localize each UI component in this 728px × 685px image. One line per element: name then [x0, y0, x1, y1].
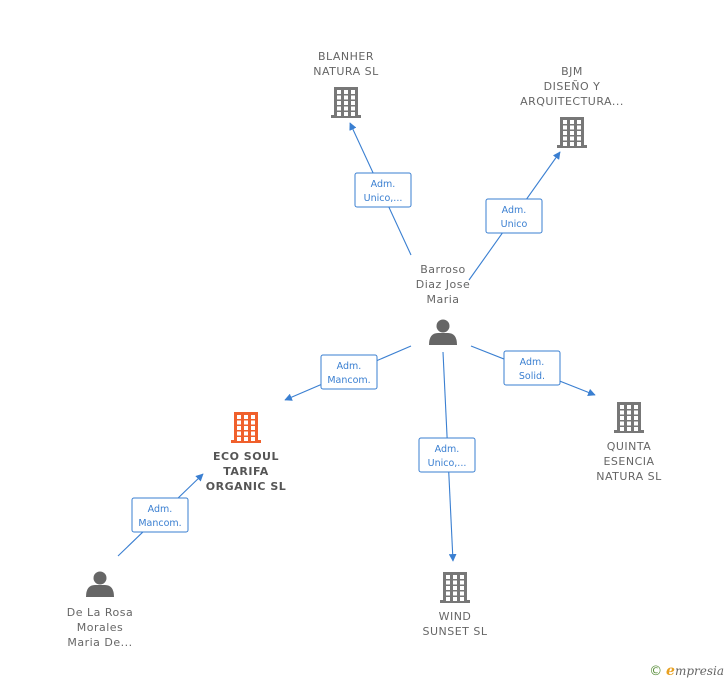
brand-logo[interactable]: empresia: [666, 663, 724, 679]
edge-label-text: Unico,...: [364, 193, 403, 204]
node-label: Diaz Jose: [416, 278, 471, 291]
node-label: BLANHER: [318, 50, 374, 63]
edge-barroso-wind: Adm. Unico,...: [418, 351, 476, 562]
edges-layer: Adm.Unico,...Adm.UnicoAdm.Mancom.Adm.Sol…: [117, 122, 596, 562]
edge-label-box[interactable]: [503, 350, 561, 386]
node-label: Maria De...: [67, 636, 132, 649]
node-label: ARQUITECTURA...: [520, 95, 624, 108]
building-icon: [231, 412, 261, 443]
node-label: ECO SOUL: [213, 450, 279, 463]
person-icon: [429, 319, 457, 345]
edge-label-text: Unico,...: [428, 458, 467, 469]
node-label: Maria: [426, 293, 459, 306]
node-label: NATURA SL: [596, 470, 662, 483]
building-icon: [614, 402, 644, 433]
node-ecosoul[interactable]: ECO SOUL TARIFA ORGANIC SL: [206, 412, 287, 493]
node-wind[interactable]: WIND SUNSET SL: [422, 572, 487, 638]
node-quinta[interactable]: QUINTA ESENCIA NATURA SL: [596, 402, 662, 483]
node-bjm[interactable]: BJM DISEÑO Y ARQUITECTURA...: [520, 65, 624, 148]
edge-label-text: Adm.: [337, 361, 362, 372]
node-label: WIND: [439, 610, 472, 623]
edge-label-text: Adm.: [520, 357, 545, 368]
edge-label-text: Mancom.: [327, 375, 370, 386]
node-label: Barroso: [420, 263, 466, 276]
node-blanher[interactable]: BLANHER NATURA SL: [313, 50, 379, 118]
edge-barroso-bjm: Adm. Unico: [468, 151, 561, 281]
edge-label-text: Adm.: [502, 205, 527, 216]
node-label: Morales: [77, 621, 124, 634]
edge-label-box[interactable]: [320, 354, 378, 390]
edge-label-text: Unico: [501, 219, 528, 230]
building-icon: [440, 572, 470, 603]
edge-label-text: Adm.: [148, 504, 173, 515]
node-label: SUNSET SL: [422, 625, 487, 638]
edge-label-text: Adm.: [435, 444, 460, 455]
node-label: TARIFA: [223, 465, 269, 478]
node-label: ESENCIA: [603, 455, 654, 468]
node-label: QUINTA: [607, 440, 652, 453]
building-icon: [557, 117, 587, 148]
node-label: ORGANIC SL: [206, 480, 287, 493]
nodes-layer: BLANHER NATURA SL BJM DISEÑO Y ARQUITECTURA.…: [67, 50, 662, 649]
node-label: BJM: [561, 65, 583, 78]
node-label: DISEÑO Y: [544, 80, 601, 93]
node-label: De La Rosa: [67, 606, 133, 619]
edge-label-box[interactable]: [131, 497, 189, 533]
edge-label-box[interactable]: [354, 172, 412, 208]
edge-label-text: Solid.: [519, 371, 545, 382]
person-icon: [86, 571, 114, 597]
building-icon: [331, 87, 361, 118]
node-label: NATURA SL: [313, 65, 379, 78]
edge-label-box[interactable]: [485, 198, 543, 234]
edge-barroso-quinta: Adm. Solid.: [470, 345, 596, 397]
edge-barroso-blanher: Adm. Unico,...: [349, 122, 412, 256]
copyright-icon: ©: [649, 664, 663, 679]
footer: © empresia: [649, 663, 724, 679]
edge-barroso-ecosoul: Adm. Mancom.: [284, 345, 412, 401]
edge-label-box[interactable]: [418, 437, 476, 473]
edge-label-text: Adm.: [371, 179, 396, 190]
edge-delarosa-ecosoul: Adm. Mancom.: [117, 473, 204, 557]
edge-label-text: Mancom.: [138, 518, 181, 529]
